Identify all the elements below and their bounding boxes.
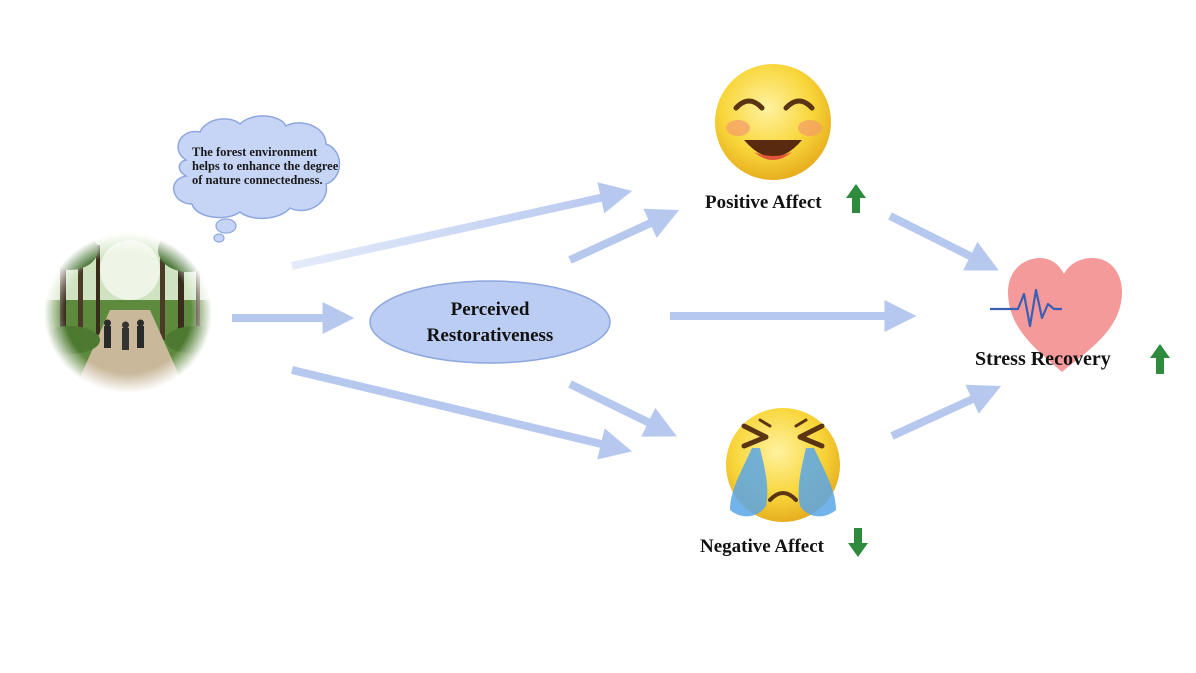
perceived-restorativeness-line2: Restorativeness <box>426 325 554 346</box>
crying-face-icon <box>726 408 840 522</box>
perceived-restorativeness-node <box>369 280 611 364</box>
negative-affect-down-arrow-icon <box>848 528 868 557</box>
arrow-restorativeness-to-negative <box>568 380 677 437</box>
smiling-face-icon <box>715 64 831 180</box>
perceived-restorativeness-line1: Perceived <box>450 299 530 320</box>
forest-path-image <box>40 228 225 400</box>
thought-bubble-text: The forest environment helps to enhance … <box>192 145 339 187</box>
negative-affect-label: Negative Affect <box>700 536 824 557</box>
stress-recovery-up-arrow-icon <box>1150 344 1170 374</box>
path-arrows <box>232 182 1002 460</box>
perceived-restorativeness-label: Perceived Restorativeness <box>375 297 605 349</box>
heart-pulse-icon <box>990 258 1122 372</box>
arrow-negative-to-stress <box>890 384 1002 440</box>
positive-affect-label: Positive Affect <box>705 192 822 213</box>
arrow-forest-to-negative <box>291 366 633 460</box>
arrow-restorativeness-to-positive <box>568 208 680 264</box>
arrow-positive-to-stress <box>888 212 999 271</box>
positive-affect-up-arrow-icon <box>846 184 866 213</box>
arrow-forest-to-positive <box>291 182 633 270</box>
thought-bubble <box>172 115 341 243</box>
stress-recovery-label: Stress Recovery <box>975 348 1111 370</box>
